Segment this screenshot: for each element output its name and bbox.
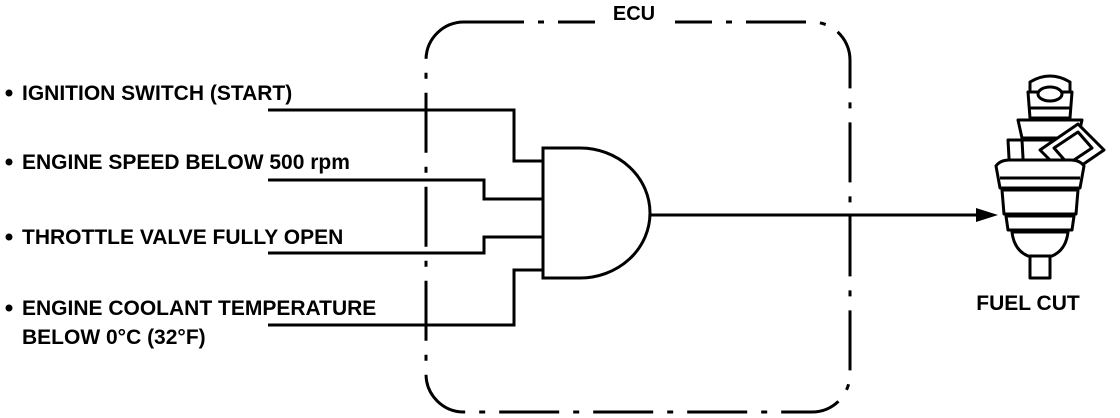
bullet-dot-icon [5, 304, 13, 312]
fuel-injector-icon [994, 74, 1106, 280]
input-label-coolant-temperature: ENGINE COOLANT TEMPERATURE [22, 297, 376, 320]
bullet-dot-icon [5, 89, 13, 97]
input-wire-ignition-switch [268, 108, 543, 163]
and-gate-icon [541, 146, 652, 280]
arrowhead-icon [976, 208, 998, 222]
input-wire-coolant-temperature [268, 268, 543, 327]
bullet-dot-icon [5, 233, 13, 241]
input-label-ignition-switch: IGNITION SWITCH (START) [22, 82, 292, 105]
bullet-dot-icon [5, 158, 13, 166]
input-wire-throttle-valve [268, 235, 543, 255]
input-label-engine-speed: ENGINE SPEED BELOW 500 rpm [22, 151, 350, 174]
ecu-label-background [595, 4, 675, 32]
output-label-fuel-cut: FUEL CUT [976, 292, 1080, 315]
input-wire-engine-speed [268, 178, 543, 201]
input-label-throttle-valve: THROTTLE VALVE FULLY OPEN [22, 226, 343, 249]
ecu-label: ECU [613, 3, 655, 25]
input-label-coolant-temperature-line2: BELOW 0°C (32°F) [22, 326, 206, 349]
